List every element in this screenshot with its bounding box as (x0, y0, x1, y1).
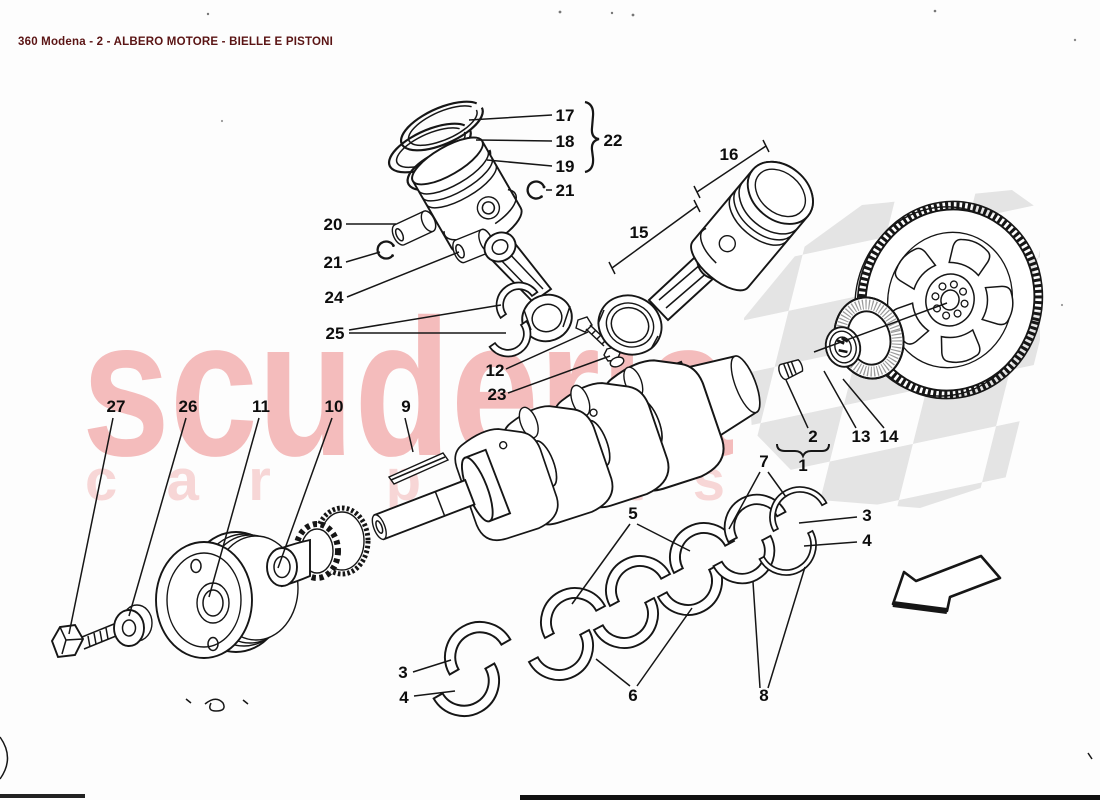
callout-21: 21 (556, 181, 575, 200)
callout-3: 3 (862, 506, 871, 525)
callout-19: 19 (556, 157, 575, 176)
pulley-washer (113, 604, 153, 647)
callout-14: 14 (880, 427, 899, 446)
callout-4: 4 (862, 531, 872, 550)
callout-4-left: 4 (399, 688, 409, 707)
circlip-icon (375, 239, 397, 261)
callout-20: 20 (324, 215, 343, 234)
piston-16 (690, 160, 814, 292)
callout-10: 10 (325, 397, 344, 416)
connecting-rod-15 (597, 243, 736, 356)
callout-22: 22 (604, 131, 623, 150)
pulley-bolt (50, 623, 117, 659)
brace-1 (776, 443, 830, 459)
callout-26: 26 (179, 397, 198, 416)
callout-24: 24 (325, 288, 344, 307)
callout-labels: 17 18 19 22 21 20 21 24 25 12 23 15 16 2… (107, 106, 899, 707)
timing-gear (266, 505, 371, 588)
callout-25: 25 (326, 324, 345, 343)
callout-13: 13 (852, 427, 871, 446)
callout-17: 17 (556, 106, 575, 125)
gudgeon-pin (391, 210, 437, 246)
piston-left (411, 136, 523, 253)
scan-artifacts (0, 9, 1100, 800)
crankshaft (371, 343, 804, 550)
callout-23: 23 (488, 385, 507, 404)
crankshaft-plug (778, 359, 804, 381)
crankshaft-key (387, 452, 450, 485)
callout-16: 16 (720, 145, 739, 164)
callout-3-left: 3 (398, 663, 407, 682)
direction-arrow-icon (891, 554, 1002, 614)
page-title: 360 Modena - 2 - ALBERO MOTORE - BIELLE … (18, 36, 334, 48)
callout-2: 2 (808, 427, 817, 446)
callout-5: 5 (628, 504, 637, 523)
leader-lines (68, 100, 885, 697)
pilot-bearing-13 (824, 326, 862, 368)
callout-7: 7 (759, 452, 768, 471)
circlip-icon (524, 178, 548, 202)
callout-21b: 21 (324, 253, 343, 272)
callout-12: 12 (486, 361, 505, 380)
callout-1: 1 (798, 456, 807, 475)
callout-6: 6 (628, 686, 637, 705)
callout-27: 27 (107, 397, 126, 416)
callout-9: 9 (401, 397, 410, 416)
callout-8: 8 (759, 686, 768, 705)
brace-22 (584, 100, 600, 174)
callout-15: 15 (630, 223, 649, 242)
callout-18: 18 (556, 132, 575, 151)
callout-11: 11 (252, 397, 270, 416)
flywheel-leader-line (813, 302, 948, 353)
